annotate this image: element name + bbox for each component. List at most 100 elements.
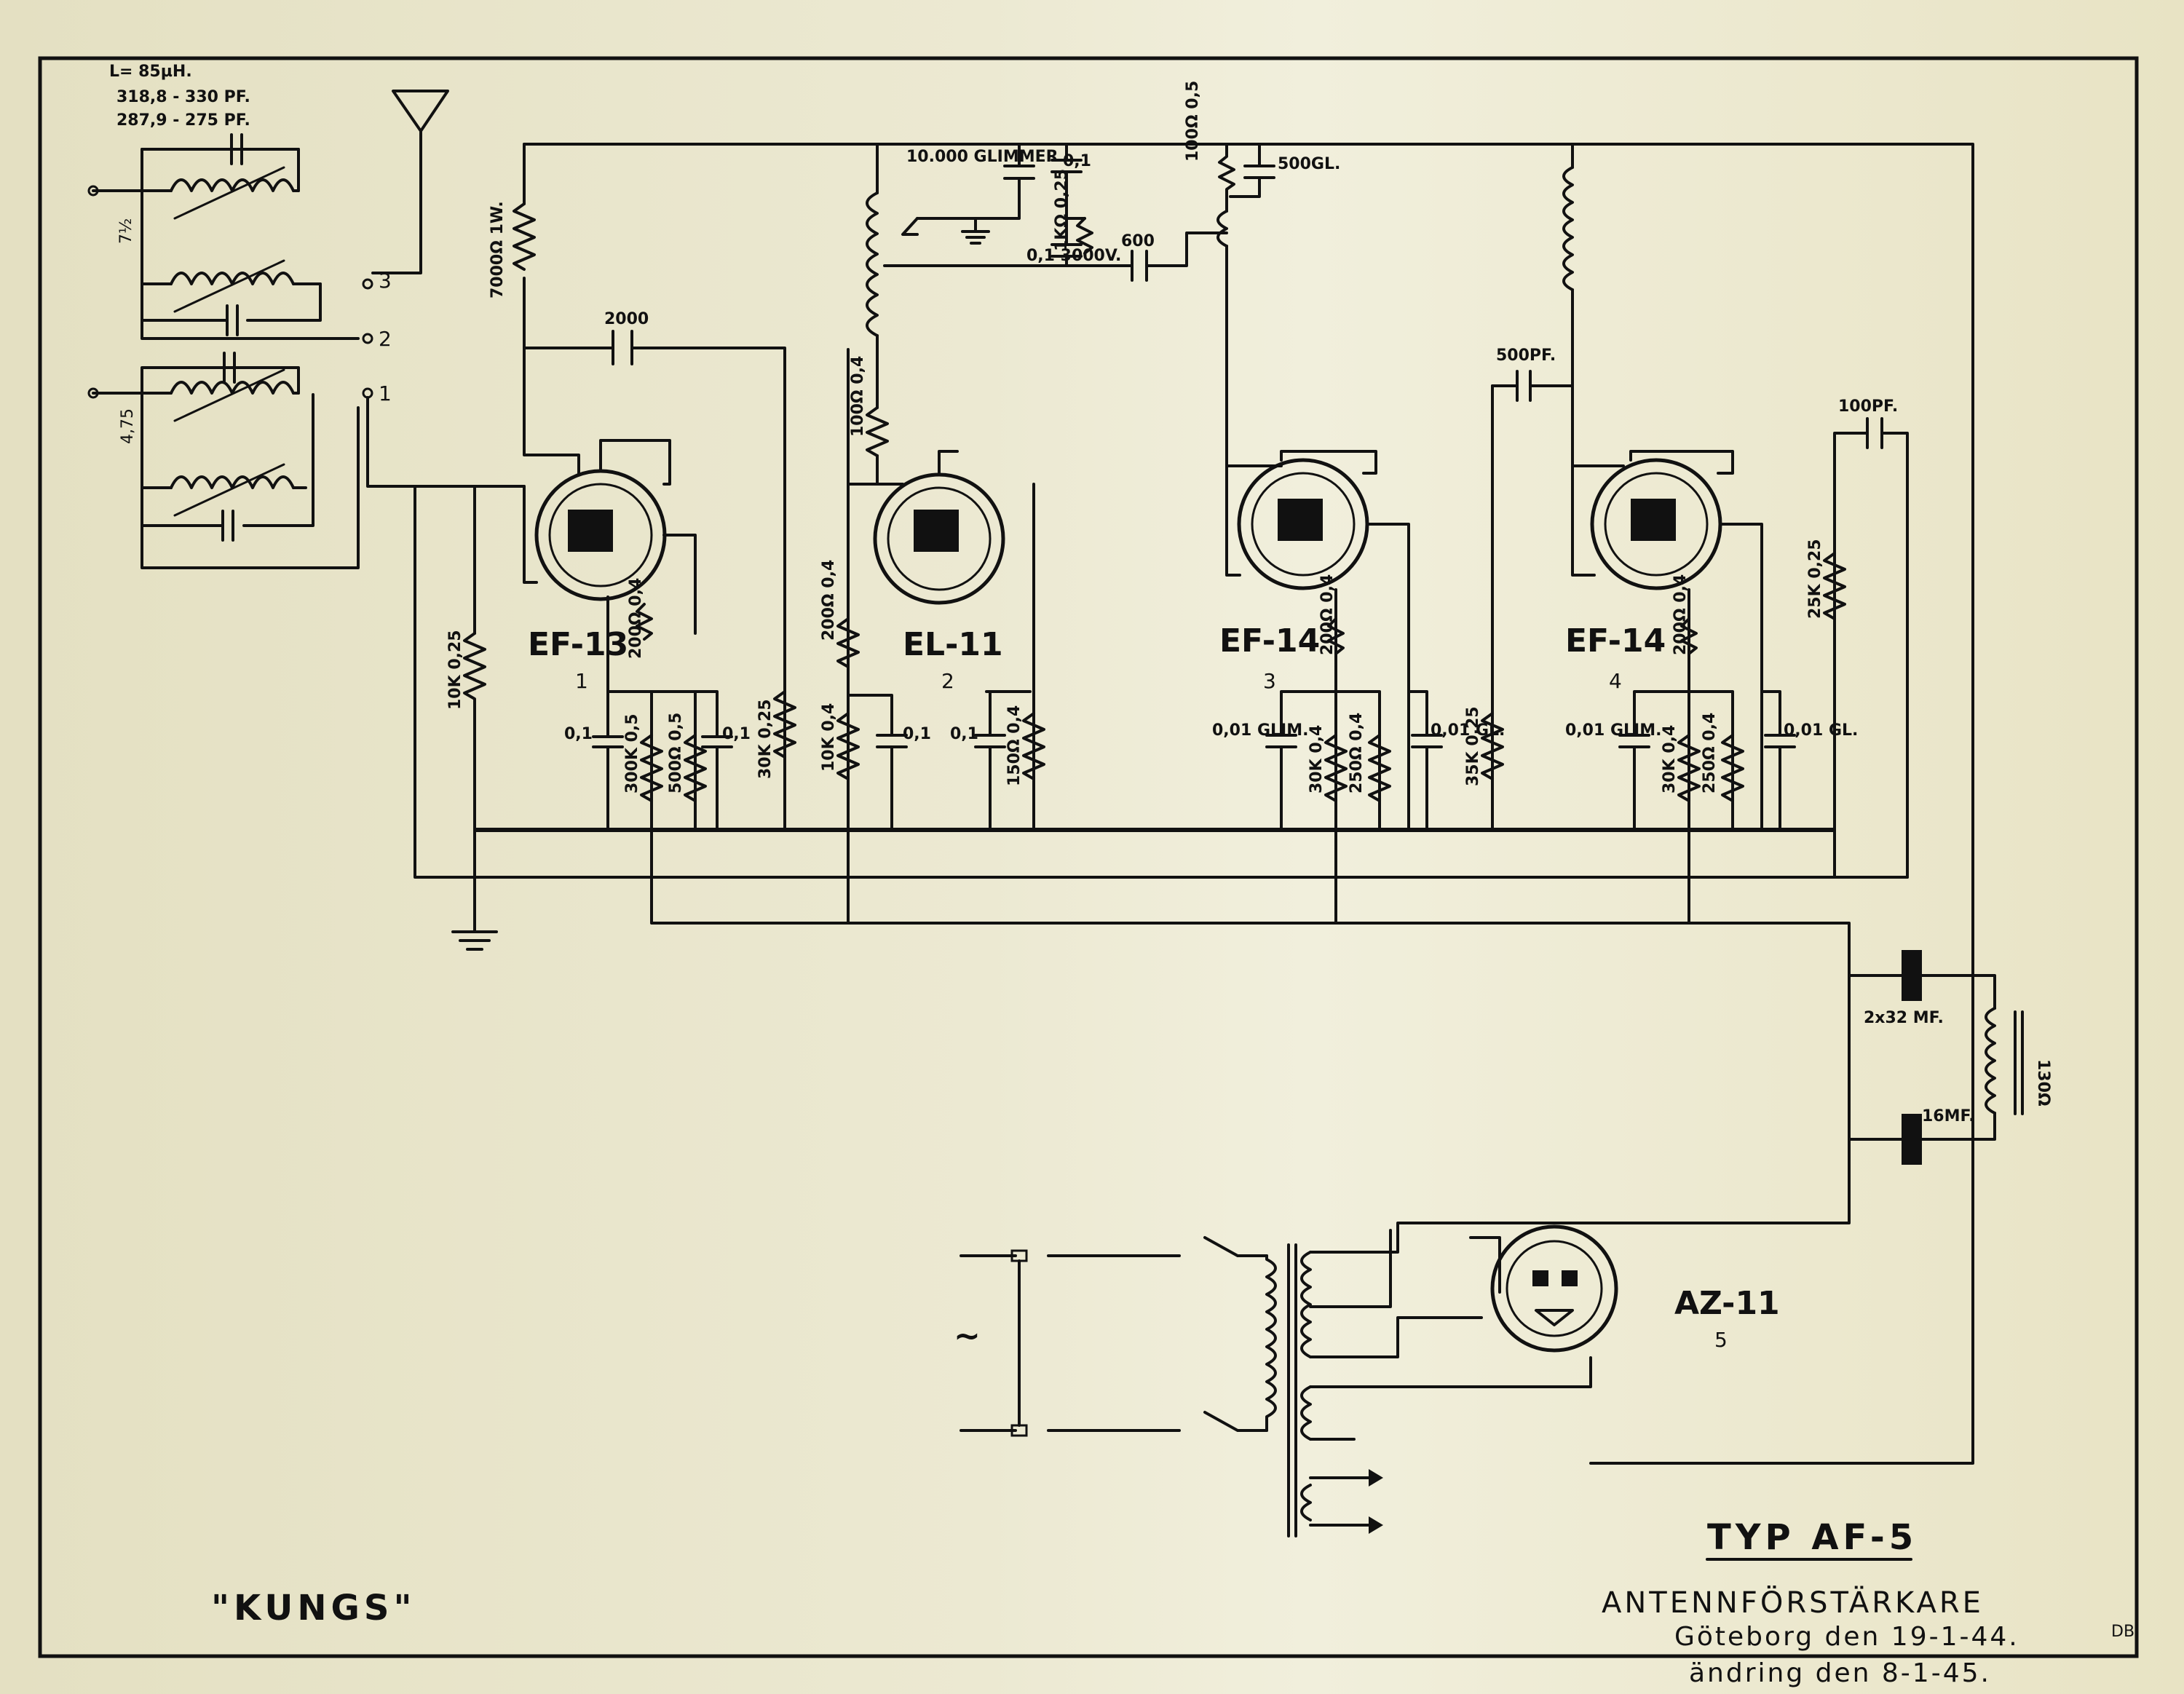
label-c-10000: 10.000 GLIMMER	[906, 148, 1059, 166]
label-c-2x32: 2x32 MF.	[1864, 1009, 1944, 1027]
resistor-10k-stage2	[836, 712, 860, 780]
label-r-200-stage3: 200Ω 0,4	[1318, 574, 1337, 655]
label-choke-130: 130Ω	[2034, 1059, 2052, 1107]
label-c2-a: 0,1	[903, 725, 931, 743]
power-supply: 2x32 MF. 130Ω 16MF. ~ AZ-11 5	[954, 916, 2052, 1537]
resistor-25k	[1823, 552, 1846, 620]
label-r-500: 500Ω 0,5	[667, 713, 685, 793]
resistor-150	[1022, 712, 1045, 780]
transformer-secondary-aux	[1300, 1484, 1312, 1521]
tube-label-ef14-4: EF-14	[1565, 622, 1666, 660]
tube-label-az11: AZ-11	[1674, 1285, 1780, 1322]
resistor-250-stage3	[1368, 734, 1391, 802]
label-r-1k: 1KΩ 0,25	[1053, 169, 1071, 251]
tube-index-5: 5	[1714, 1328, 1728, 1352]
resistor-10k	[463, 632, 486, 831]
b-plus-rail	[523, 143, 1974, 919]
label-c-2000: 2000	[604, 310, 649, 328]
resistor-1k	[1076, 217, 1093, 255]
label-r-10k: 10K 0,25	[446, 630, 464, 710]
stage-1: 7000Ω 1W. 2000 EF-13 1 10K 0,25 0,1 300K…	[446, 143, 796, 831]
choke-stage4	[1562, 166, 1574, 291]
coil-lower-2	[170, 475, 295, 489]
label-r-250-stage4: 250Ω 0,4	[1701, 713, 1719, 793]
label-r-30k-stage4: 30K 0,4	[1661, 725, 1679, 793]
bus-line-3	[650, 828, 1851, 1210]
resistor-30k-stage3	[1324, 734, 1348, 802]
label-r-25k: 25K 0,25	[1806, 539, 1824, 619]
stage-4: EF-14 4 200Ω 0,4 0,01 GLIM. 30K 0,4 250Ω…	[1562, 143, 1909, 879]
label-c2-b: 0,1	[950, 725, 978, 743]
label-r-200-stage2: 200Ω 0,4	[820, 560, 838, 641]
filter-choke	[1985, 1007, 1996, 1115]
tube-az11	[1490, 1224, 1618, 1353]
tube-index-2: 2	[941, 669, 954, 693]
label-c-16: 16MF.	[1922, 1107, 1975, 1125]
stage-2: 10.000 GLIMMER 100Ω 0,4 0,1 1KΩ 0,25 0,1…	[820, 143, 1228, 831]
label-r-200-stage4: 200Ω 0,4	[1671, 574, 1690, 655]
resistor-30k-stage4	[1677, 734, 1701, 802]
tap-label-upper: 7½	[117, 218, 135, 244]
label-c1-b: 0,1	[722, 725, 751, 743]
resistor-200-stage1	[636, 603, 653, 641]
coil-upper-1	[170, 178, 295, 192]
resistor-7000	[513, 202, 536, 271]
ground-symbol	[451, 828, 498, 951]
resistor-35k	[1481, 712, 1504, 780]
label-r-10k-stage2: 10K 0,4	[820, 703, 838, 772]
drawing-border	[38, 56, 2139, 1658]
switch-pos-2: 2	[379, 327, 392, 351]
transformer-primary	[1265, 1254, 1277, 1432]
coil-lower-1	[170, 381, 295, 395]
label-r-150: 150Ω 0,4	[1005, 705, 1024, 786]
tube-label-el11: EL-11	[903, 626, 1003, 663]
resistor-300k	[640, 734, 663, 802]
label-c-001-glim-3: 0,01 GLIM.	[1212, 721, 1308, 740]
label-r-30k-stage3: 30K 0,4	[1307, 725, 1326, 793]
device-name: ANTENNFÖRSTÄRKARE	[1602, 1585, 1984, 1620]
switch-pos-3: 3	[379, 269, 392, 293]
transformer-secondary-filament	[1300, 1385, 1312, 1441]
choke-stage3	[1216, 210, 1228, 248]
brand-name: "KUNGS"	[211, 1588, 416, 1628]
resistor-30k	[773, 690, 796, 759]
choke-stage2	[866, 191, 879, 337]
label-c-100pf: 100PF.	[1838, 397, 1898, 416]
type-designation: TYP AF-5	[1707, 1517, 1918, 1558]
capacitance-range-b: 287,9 - 275 PF.	[116, 111, 250, 130]
bus-line-2	[414, 485, 1909, 879]
capacitance-range-a: 318,8 - 330 PF.	[116, 88, 250, 106]
date-original: Göteborg den 19-1-44.	[1674, 1622, 2019, 1652]
resistor-200-stage2	[836, 617, 860, 668]
title-block: TYP AF-5 ANTENNFÖRSTÄRKARE Göteborg den …	[1602, 1517, 2134, 1688]
resistor-250-stage4	[1721, 734, 1744, 802]
ac-symbol: ~	[954, 1318, 981, 1355]
label-r-100-05: 100Ω 0,5	[1184, 81, 1202, 162]
label-c-01-top: 0,1	[1063, 152, 1091, 170]
tube-index-1: 1	[575, 669, 588, 693]
switch-pos-1: 1	[379, 381, 392, 405]
label-r-250-stage3: 250Ω 0,4	[1348, 713, 1366, 793]
stage-3: 100Ω 0,5 500GL. EF-14 3 200Ω 0,4 0,01 GL…	[1184, 81, 1574, 831]
label-r-7000: 7000Ω 1W.	[488, 201, 507, 298]
antenna-symbol	[371, 90, 449, 274]
label-c-001-gl-4: 0,01 GL.	[1784, 721, 1858, 740]
label-r-100: 100Ω 0,4	[849, 356, 867, 437]
label-c1-a: 0,1	[564, 725, 593, 743]
label-r-30k: 30K 0,25	[756, 699, 775, 779]
label-r-300k: 300K 0,5	[623, 713, 641, 793]
band-switch: 3 2 1	[362, 269, 526, 488]
label-c-500pf: 500PF.	[1496, 347, 1556, 365]
label-c-01-3000: 0,1 3000V.	[1026, 247, 1121, 265]
resistor-500	[684, 734, 707, 802]
label-r-200-stage1: 200Ω 0,4	[627, 578, 645, 659]
transformer-secondary-hv	[1300, 1251, 1312, 1358]
label-c-001-glim-4: 0,01 GLIM.	[1565, 721, 1661, 740]
tube-label-ef13: EF-13	[528, 626, 628, 663]
inductance-label: L= 85µH.	[109, 63, 192, 81]
initials: DB	[2111, 1623, 2134, 1641]
tap-label-lower: 4,75	[119, 408, 137, 444]
label-r-35k: 35K 0,25	[1464, 706, 1482, 786]
